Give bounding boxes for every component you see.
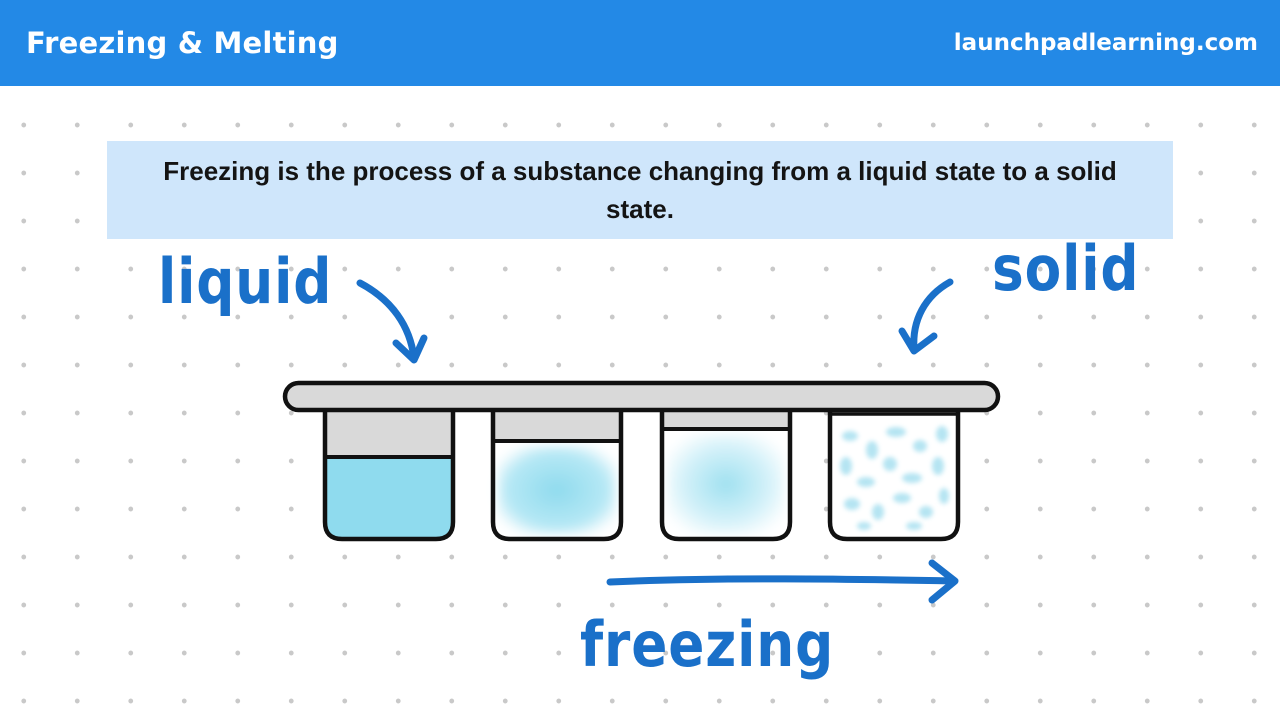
page-title: Freezing & Melting [26, 26, 339, 60]
cube-solid-ice [827, 408, 961, 542]
label-solid: solid [992, 232, 1140, 305]
label-freezing: freezing [580, 608, 835, 681]
cube-liquid [322, 408, 456, 542]
definition-text: Freezing is the process of a substance c… [163, 156, 1117, 224]
arrow-to-solid-icon [898, 278, 954, 355]
cube-mostly-frozen [659, 408, 793, 542]
cube-partly-frozen [490, 408, 624, 542]
header-bar: Freezing & Melting launchpadlearning.com [0, 0, 1280, 86]
freezing-arrow-icon [606, 559, 959, 604]
ice-tray-rim [282, 380, 1001, 413]
label-liquid: liquid [158, 245, 333, 318]
definition-box: Freezing is the process of a substance c… [107, 141, 1173, 239]
arrow-to-liquid-icon [356, 279, 428, 364]
site-name: launchpadlearning.com [953, 30, 1258, 56]
